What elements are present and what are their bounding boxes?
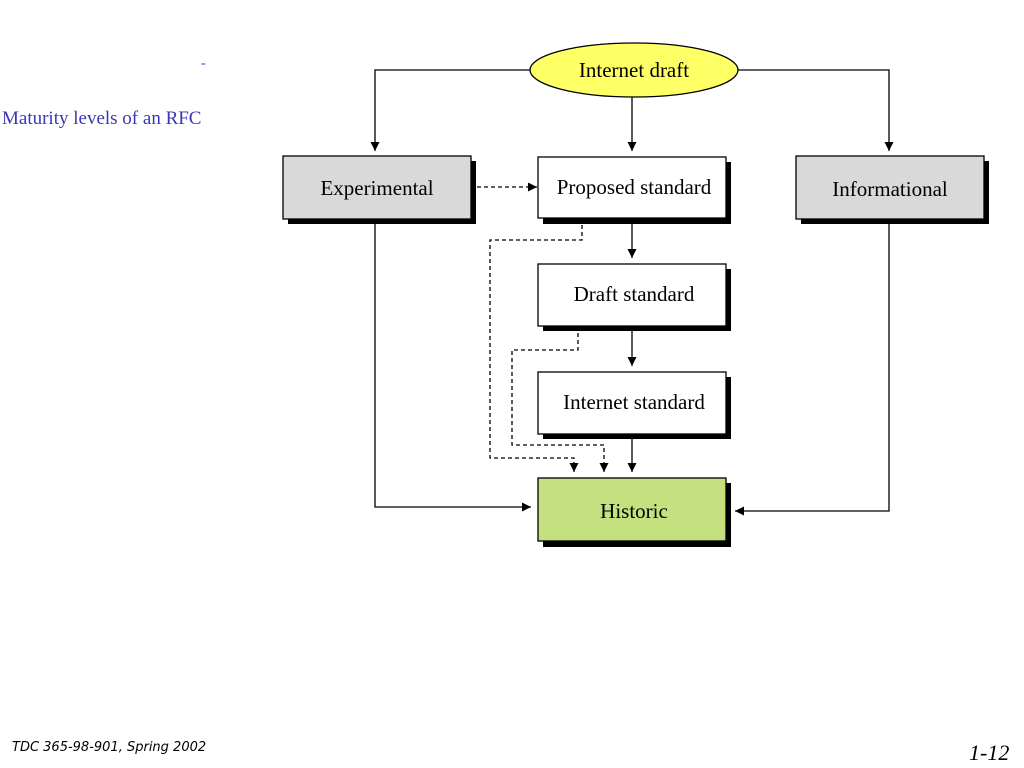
node-internet-standard: Internet standard xyxy=(537,371,731,439)
node-label-proposed-standard: Proposed standard xyxy=(557,175,712,199)
node-historic: Historic xyxy=(537,477,731,547)
node-draft-standard: Draft standard xyxy=(537,263,731,331)
node-informational: Informational xyxy=(795,155,989,224)
node-internet-draft: Internet draft xyxy=(529,42,739,98)
node-label-internet-standard: Internet standard xyxy=(563,390,705,414)
connectors xyxy=(370,69,894,516)
arrow-draft-to-informational xyxy=(737,69,894,151)
node-label-internet-draft: Internet draft xyxy=(579,58,689,82)
dash-mark: - xyxy=(201,56,206,71)
node-label-historic: Historic xyxy=(600,499,668,523)
node-proposed-standard: Proposed standard xyxy=(537,156,731,224)
arrow-draft-standard-to-historic xyxy=(511,326,609,472)
arrow-experimental-to-historic xyxy=(374,224,531,512)
footer-course: TDC 365-98-901, Spring 2002 xyxy=(12,740,207,755)
node-label-draft-standard: Draft standard xyxy=(574,282,695,306)
node-label-experimental: Experimental xyxy=(320,176,433,200)
slide-caption: Maturity levels of an RFC xyxy=(2,108,202,129)
node-experimental: Experimental xyxy=(282,155,476,224)
footer-page-number: 1-12 xyxy=(969,740,1010,765)
arrow-informational-to-historic xyxy=(735,224,890,516)
node-label-informational: Informational xyxy=(832,177,948,201)
arrow-draft-to-experimental xyxy=(370,69,530,151)
